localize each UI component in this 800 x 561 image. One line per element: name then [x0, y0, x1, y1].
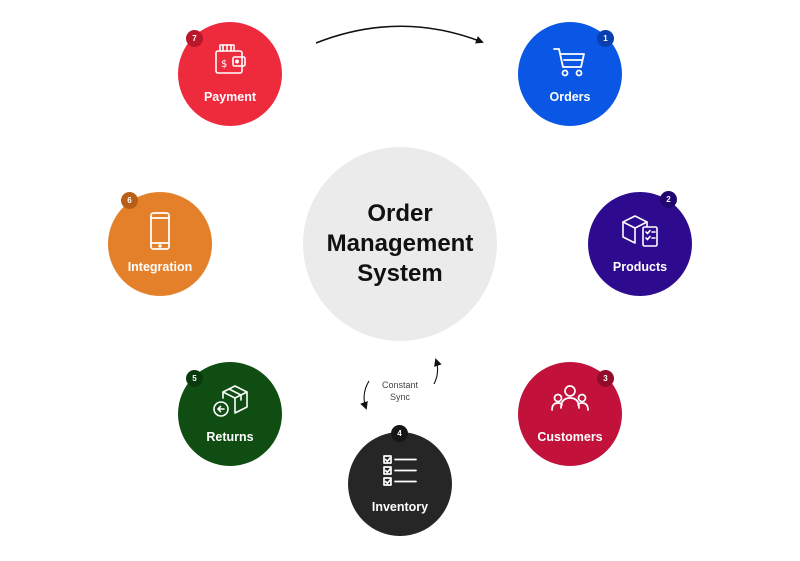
center-title-line-3: System	[357, 260, 443, 287]
sync-arrow-down	[360, 380, 370, 410]
arrow-payment-to-orders	[315, 25, 484, 44]
node-label: Orders	[549, 90, 591, 104]
smartphone-icon	[150, 212, 170, 250]
wallet-icon: $	[215, 44, 246, 74]
center-title-line-1: Order	[367, 200, 433, 227]
sync-arrow-up	[433, 358, 442, 385]
node-label: Inventory	[371, 500, 429, 514]
checklist-icon	[383, 455, 417, 486]
center-title-line-2: Management	[326, 230, 474, 257]
shopping-cart-icon	[553, 48, 585, 77]
svg-text:$: $	[221, 59, 227, 70]
badge-customers: 3	[597, 370, 614, 387]
node-label: Integration	[127, 260, 193, 274]
node-label: Customers	[537, 430, 603, 444]
users-group-icon	[551, 385, 589, 411]
badge-payment: 7	[186, 30, 203, 47]
badge-products: 2	[660, 191, 677, 208]
node-label: Payment	[203, 90, 257, 104]
sync-label: Constant Sync	[370, 379, 430, 403]
node-integration[interactable]: Integration	[108, 192, 212, 296]
node-products[interactable]: Products	[588, 192, 692, 296]
badge-returns: 5	[186, 370, 203, 387]
badge-integration: 6	[121, 192, 138, 209]
sync-label-line-1: Constant	[381, 380, 419, 390]
node-label: Products	[612, 260, 668, 274]
node-inventory[interactable]: Inventory	[348, 432, 452, 536]
node-label: Returns	[206, 430, 254, 444]
package-checklist-icon	[622, 215, 658, 247]
badge-orders: 1	[597, 30, 614, 47]
badge-inventory: 4	[391, 425, 408, 442]
sync-label-line-2: Sync	[389, 392, 410, 402]
center-hub: Order Management System	[303, 147, 497, 341]
return-box-icon	[213, 385, 248, 417]
